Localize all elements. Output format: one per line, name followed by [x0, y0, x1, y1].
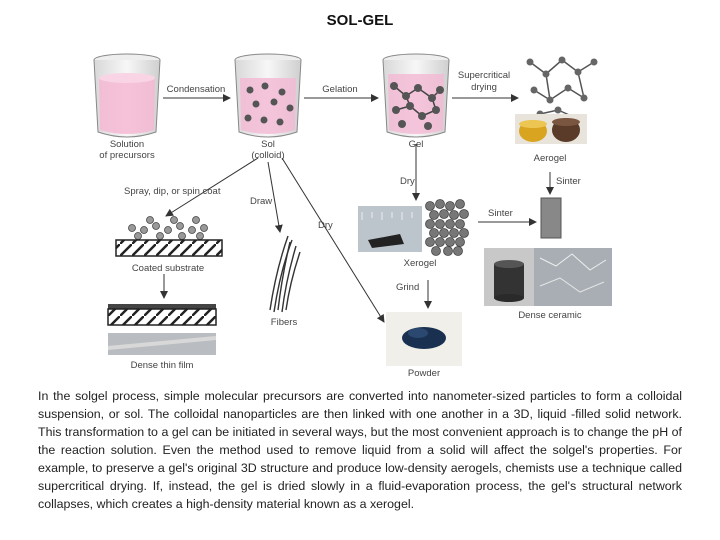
coated-substrate — [115, 216, 223, 257]
aerogel-network — [526, 56, 598, 122]
sintered-block — [540, 197, 562, 239]
label-dry-gel: Dry — [400, 176, 415, 187]
beaker-sol — [234, 53, 302, 138]
dense-ceramic-photo — [484, 248, 612, 306]
fibers — [269, 235, 301, 313]
label-sinter-mid: Sinter — [488, 208, 513, 219]
beaker-solution — [93, 53, 161, 138]
label-grind: Grind — [396, 282, 419, 293]
beaker-gel — [382, 53, 450, 138]
label-aerogel: Aerogel — [534, 153, 567, 164]
label-solution: Solution — [110, 139, 144, 150]
arrow-draw — [267, 161, 283, 233]
description-paragraph: In the solgel process, simple molecular … — [38, 389, 682, 511]
sol-gel-process-diagram: Solution of precursors Condensation Sol … — [93, 53, 612, 379]
powder-photo — [386, 312, 462, 366]
label-gel: Gel — [409, 139, 424, 150]
label-supercritical-sub: drying — [471, 82, 497, 93]
label-sinter-top: Sinter — [556, 176, 581, 187]
aerogel-photo — [515, 114, 587, 144]
page-title: SOL-GEL — [326, 12, 394, 29]
label-fibers: Fibers — [271, 317, 298, 328]
sol-particles — [244, 82, 294, 126]
label-dry-sol: Dry — [318, 220, 333, 231]
label-supercritical: Supercritical — [458, 70, 510, 81]
arrow-dry-sol — [281, 157, 385, 323]
label-sol: Sol — [261, 139, 275, 150]
label-xerogel: Xerogel — [404, 258, 437, 269]
label-sol-sub: (colloid) — [251, 150, 284, 161]
label-solution-sub: of precursors — [99, 150, 155, 161]
arrow-spray — [165, 157, 259, 217]
xerogel-photo — [358, 206, 422, 252]
label-coated-substrate: Coated substrate — [132, 263, 204, 274]
label-powder: Powder — [408, 368, 440, 379]
dense-thin-film — [107, 304, 217, 355]
label-spray: Spray, dip, or spin coat — [124, 186, 221, 197]
label-gelation: Gelation — [322, 84, 357, 95]
label-dense-film: Dense thin film — [131, 360, 194, 371]
xerogel-particles — [425, 199, 469, 256]
label-draw: Draw — [250, 196, 272, 207]
label-condensation: Condensation — [167, 84, 226, 95]
label-dense-ceramic: Dense ceramic — [518, 310, 582, 321]
